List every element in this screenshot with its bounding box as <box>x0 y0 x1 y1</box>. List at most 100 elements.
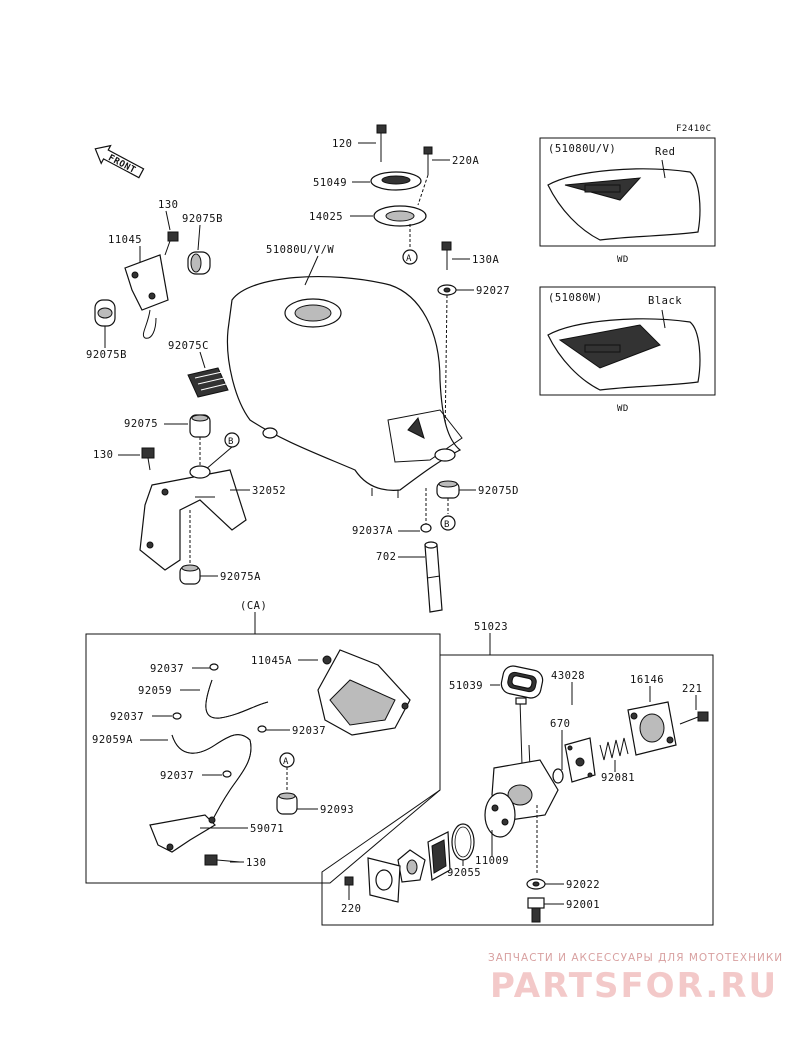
spring-92081 <box>599 737 629 761</box>
lever-gasket <box>397 849 426 883</box>
callout-B-mid: B <box>224 432 240 448</box>
filler-cap-51049 <box>370 171 422 191</box>
label-32052: 32052 <box>252 485 286 497</box>
watermark-logo: PARTSFOR.RU <box>490 966 779 1006</box>
label-221: 221 <box>682 683 702 695</box>
label-92022: 92022 <box>566 879 600 891</box>
label-92037-3: 92037 <box>292 725 326 737</box>
bolt-130-top <box>164 231 179 256</box>
label-92093: 92093 <box>320 804 354 816</box>
label-92037-1: 92037 <box>150 663 184 675</box>
label-130-top: 130 <box>158 199 178 211</box>
label-92081: 92081 <box>601 772 635 784</box>
label-92075: 92075 <box>124 418 158 430</box>
washer-92022 <box>526 878 546 890</box>
front-arrow-icon: FRONT <box>94 144 145 179</box>
inset-bottom-color: Black <box>648 295 682 307</box>
label-92055: 92055 <box>447 867 481 879</box>
svg-text:A: A <box>283 757 289 767</box>
label-120: 120 <box>332 138 352 150</box>
ca-section-frame <box>85 633 441 884</box>
label-92037A: 92037A <box>352 525 393 537</box>
oring-670 <box>552 768 564 784</box>
pipe-59071 <box>149 814 216 853</box>
label-11045: 11045 <box>108 234 142 246</box>
damper-92075B-bot <box>94 299 116 327</box>
lever-cap <box>427 831 451 881</box>
pad-92075C <box>187 367 229 398</box>
cover-16146 <box>627 701 677 756</box>
label-51039: 51039 <box>449 680 483 692</box>
label-92027: 92027 <box>476 285 510 297</box>
label-51080UVW: 51080U/V/W <box>266 244 334 256</box>
svg-text:B: B <box>444 520 450 530</box>
label-130-mid: 130 <box>93 449 113 461</box>
oring-92055 <box>451 823 475 861</box>
inset-top-market: WD <box>617 255 629 265</box>
label-92075B-bot: 92075B <box>86 349 127 361</box>
label-16146: 16146 <box>630 674 664 686</box>
damper-92075A <box>179 564 201 585</box>
bolt-130A <box>441 241 452 270</box>
label-11009: 11009 <box>475 855 509 867</box>
bracket-11045 <box>124 254 169 339</box>
label-130A: 130A <box>472 254 499 266</box>
label-92075A: 92075A <box>220 571 261 583</box>
svg-text:A: A <box>406 254 412 264</box>
label-92075C: 92075C <box>168 340 209 352</box>
fuel-tank-51080 <box>226 275 463 498</box>
grommet-92027 <box>437 284 457 296</box>
label-92037-4: 92037 <box>160 770 194 782</box>
diaphragm-43028 <box>564 737 596 783</box>
screw-220 <box>344 876 354 900</box>
screw-221 <box>679 711 709 725</box>
inset-bottom-code: (51080W) <box>548 292 603 304</box>
label-59071: 59071 <box>250 823 284 835</box>
figure-code: F2410C <box>676 124 712 134</box>
label-11045A: 11045A <box>251 655 292 667</box>
label-92037-2: 92037 <box>110 711 144 723</box>
callout-A-top: A <box>402 249 418 265</box>
label-ca: (CA) <box>240 600 267 612</box>
hose-92059A <box>171 734 252 826</box>
clamp-92037A <box>420 523 432 533</box>
grommet-92093 <box>276 792 298 815</box>
bolt-130-bot <box>204 854 241 866</box>
label-51023: 51023 <box>474 621 508 633</box>
callout-A-ca: A <box>279 752 295 768</box>
label-220: 220 <box>341 903 361 915</box>
label-670: 670 <box>550 718 570 730</box>
label-130-bot: 130 <box>246 857 266 869</box>
damper-92075D <box>436 480 460 499</box>
label-51049: 51049 <box>313 177 347 189</box>
label-92059A: 92059A <box>92 734 133 746</box>
gasket-14025 <box>373 205 427 227</box>
clamp-92037-3 <box>257 725 267 733</box>
damper-92075B-top <box>187 251 211 275</box>
clamp-92037-1 <box>209 663 219 671</box>
inset-top-code: (51080U/V) <box>548 143 616 155</box>
bracket-32052 <box>139 465 247 571</box>
clamp-92037-4 <box>222 770 232 778</box>
label-92075D: 92075D <box>478 485 519 497</box>
tube-702 <box>424 541 443 613</box>
fuel-cock-section-frame <box>321 654 714 926</box>
clamp-92037-2 <box>172 712 182 720</box>
label-43028: 43028 <box>551 670 585 682</box>
inset-black-tank: (51080W) Black WD <box>539 286 716 414</box>
inset-red-tank: (51080U/V) Red WD <box>539 137 716 265</box>
label-92059: 92059 <box>138 685 172 697</box>
callout-B-right: B <box>440 515 456 531</box>
lever-plate <box>484 792 516 838</box>
inset-bottom-market: WD <box>617 404 629 414</box>
label-92075B-top: 92075B <box>182 213 223 225</box>
hose-92059 <box>205 679 269 719</box>
label-92001: 92001 <box>566 899 600 911</box>
bolt-120 <box>376 124 387 162</box>
watermark-tagline: ЗАПЧАСТИ И АКСЕССУАРЫ ДЛЯ МОТОТЕХНИКИ <box>488 952 784 964</box>
mount-plate <box>367 857 401 903</box>
label-220A: 220A <box>452 155 479 167</box>
bolt-220A <box>423 146 433 175</box>
label-14025: 14025 <box>309 211 343 223</box>
